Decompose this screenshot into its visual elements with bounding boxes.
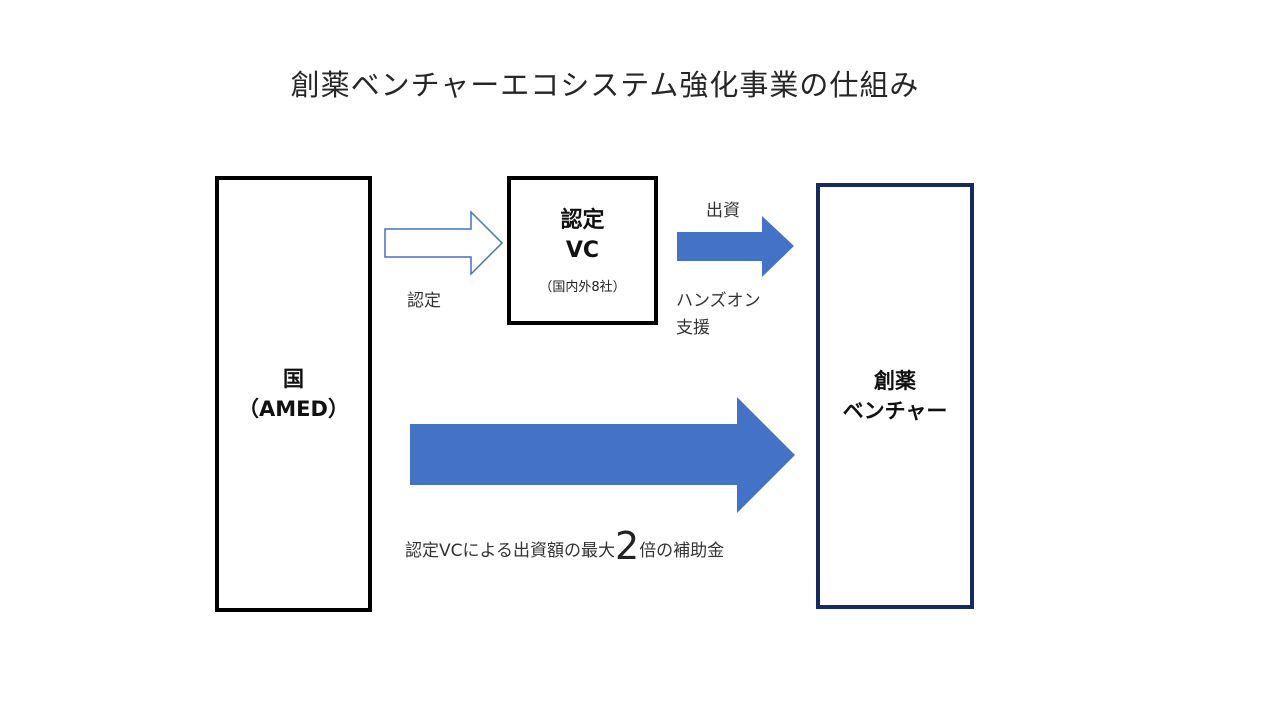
node-venture-label: 創薬 xyxy=(874,369,916,393)
diagram-title: 創薬ベンチャーエコシステム強化事業の仕組み xyxy=(290,68,920,102)
node-vc-count: （国内外8社） xyxy=(539,280,626,295)
node-kuni-sublabel: （AMED） xyxy=(238,397,349,421)
node-venture-label-2: ベンチャー xyxy=(842,399,948,423)
node-kuni-label: 国 xyxy=(283,367,304,391)
handson-support-label: ハンズオン 支援 xyxy=(676,288,761,342)
subsidy-multiplier: 2 xyxy=(615,524,640,568)
node-vc-label: 認定 xyxy=(560,208,605,233)
node-kuni-amed: 国 （AMED） xyxy=(215,176,372,612)
certify-arrow-label: 認定 xyxy=(407,291,441,311)
subsidy-arrow xyxy=(410,397,795,513)
handson-label-line1: ハンズオン xyxy=(676,291,761,311)
node-certified-vc: 認定 VC （国内外8社） xyxy=(507,176,658,325)
handson-label-line2: 支援 xyxy=(676,318,710,338)
subsidy-arrow-label: 認定VCによる出資額の最大2倍の補助金 xyxy=(405,527,724,565)
invest-arrow xyxy=(677,216,794,277)
certify-arrow xyxy=(384,210,504,276)
node-drug-venture: 創薬 ベンチャー xyxy=(816,183,974,609)
node-vc-label-2: VC xyxy=(565,238,600,263)
subsidy-label-after: 倍の補助金 xyxy=(639,541,725,561)
invest-arrow-label: 出資 xyxy=(706,201,740,221)
subsidy-label-before: 認定VCによる出資額の最大 xyxy=(405,541,615,561)
